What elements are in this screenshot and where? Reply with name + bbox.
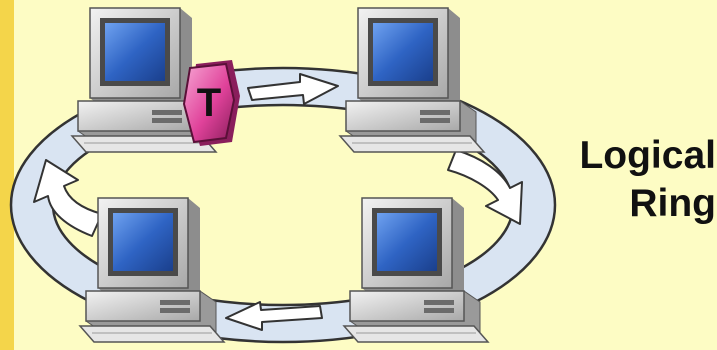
- token-label: T: [197, 81, 221, 125]
- computer-top-right-icon: [340, 8, 484, 152]
- diagram-caption: Logical Ring: [566, 132, 717, 228]
- logical-ring-diagram: T: [0, 0, 560, 350]
- caption-line-ring: Ring: [566, 180, 716, 228]
- caption-line-logical: Logical: [566, 132, 716, 180]
- token-badge: T: [184, 60, 240, 146]
